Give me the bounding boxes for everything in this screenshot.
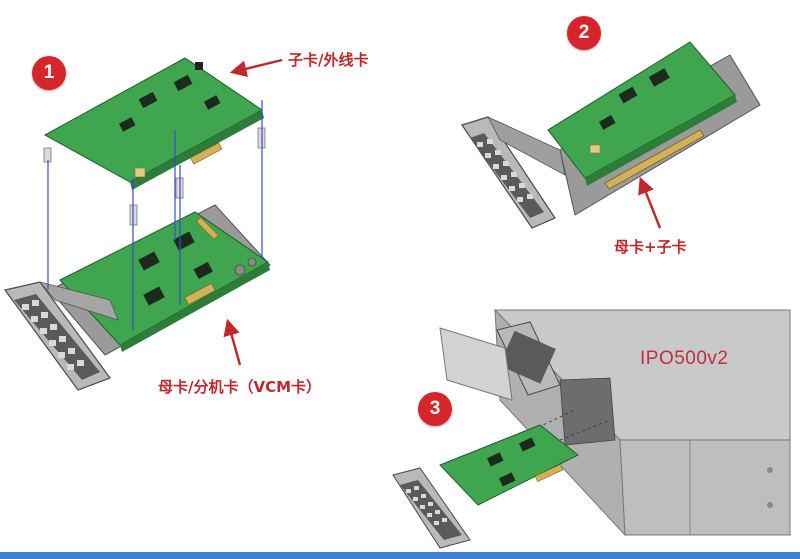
exploded-assembly xyxy=(3,57,271,391)
assembled-card-module xyxy=(461,41,761,229)
chassis-insertion xyxy=(392,308,791,549)
daughter-card-pcb xyxy=(43,57,263,183)
assembled-card-connector xyxy=(604,129,705,190)
arrow-mother-card xyxy=(223,318,242,366)
arrow-combined-card xyxy=(638,176,662,229)
daughter-card-label: 子卡/外线卡 xyxy=(288,51,369,69)
alignment-guides xyxy=(47,100,263,330)
arrow-daughter-card xyxy=(229,58,283,77)
bottom-accent-bar xyxy=(0,552,800,559)
mother-card-label: 母卡/分机卡（VCM卡） xyxy=(158,378,322,396)
callout-arrows xyxy=(223,58,662,366)
combined-card-label: 母卡+子卡 xyxy=(614,238,687,256)
chassis-model-label: IPO500v2 xyxy=(640,348,729,369)
step-badge-1: 1 xyxy=(32,56,66,90)
step-badge-3: 3 xyxy=(418,392,452,426)
blanking-plate xyxy=(439,327,513,401)
step-badge-2: 2 xyxy=(567,16,601,50)
inserted-card-pcb xyxy=(439,424,579,506)
